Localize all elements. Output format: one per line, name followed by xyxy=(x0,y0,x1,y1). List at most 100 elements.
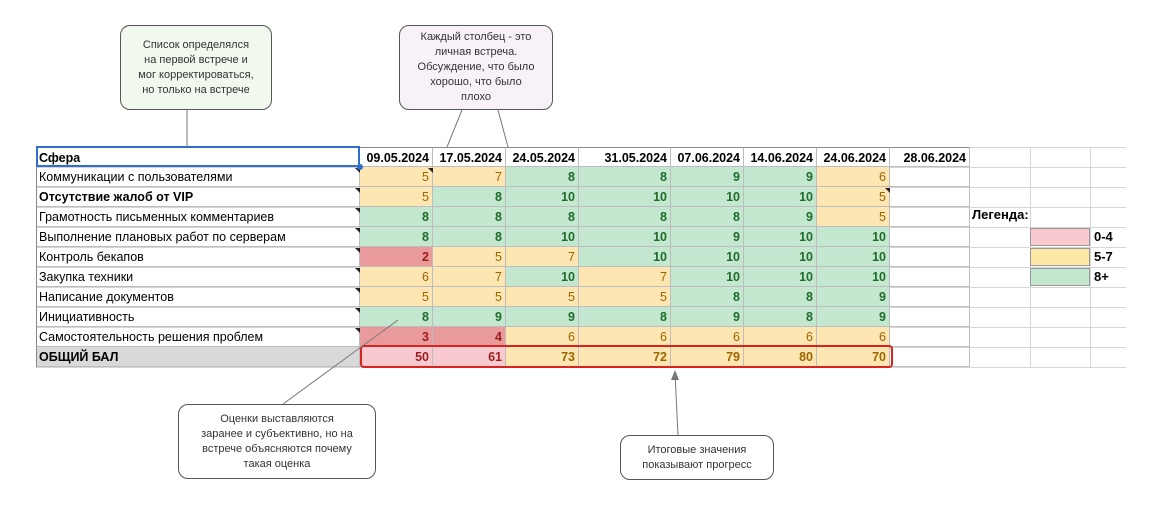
selection-fill-handle[interactable] xyxy=(357,164,363,170)
score-cell[interactable]: 8 xyxy=(506,207,579,227)
score-cell[interactable]: 10 xyxy=(506,227,579,247)
score-cell[interactable]: 4 xyxy=(433,327,506,347)
score-cell[interactable]: 8 xyxy=(433,227,506,247)
score-cell[interactable]: 6 xyxy=(817,167,890,187)
score-cell[interactable]: 9 xyxy=(744,207,817,227)
score-cell[interactable]: 9 xyxy=(671,307,744,327)
score-cell[interactable]: 6 xyxy=(671,327,744,347)
score-cell[interactable]: 8 xyxy=(671,287,744,307)
score-cell[interactable]: 5 xyxy=(433,247,506,267)
score-cell[interactable]: 9 xyxy=(671,167,744,187)
row-label[interactable]: Закупка техники xyxy=(36,267,360,287)
comment-indicator-icon[interactable] xyxy=(355,308,360,313)
score-cell[interactable]: 6 xyxy=(744,327,817,347)
comment-indicator-icon[interactable] xyxy=(428,168,433,173)
row-label[interactable]: Отсутствие жалоб от VIP xyxy=(36,187,360,207)
score-cell[interactable]: 8 xyxy=(360,307,433,327)
score-cell[interactable]: 8 xyxy=(744,287,817,307)
score-cell[interactable]: 8 xyxy=(744,307,817,327)
total-cell[interactable]: 61 xyxy=(433,347,506,367)
header-cell-area[interactable]: Сфера xyxy=(36,147,360,167)
score-cell[interactable]: 8 xyxy=(360,227,433,247)
score-cell-empty[interactable] xyxy=(890,307,970,327)
comment-indicator-icon[interactable] xyxy=(355,168,360,173)
score-cell[interactable]: 7 xyxy=(433,267,506,287)
total-cell-empty[interactable] xyxy=(890,347,970,367)
row-label[interactable]: Написание документов xyxy=(36,287,360,307)
score-cell[interactable]: 7 xyxy=(506,247,579,267)
score-cell[interactable]: 5 xyxy=(579,287,671,307)
comment-indicator-icon[interactable] xyxy=(355,268,360,273)
score-cell[interactable]: 9 xyxy=(817,307,890,327)
score-cell[interactable]: 6 xyxy=(506,327,579,347)
total-cell[interactable]: 79 xyxy=(671,347,744,367)
score-cell[interactable]: 5 xyxy=(360,187,433,207)
row-label[interactable]: Инициативность xyxy=(36,307,360,327)
score-cell[interactable]: 10 xyxy=(817,247,890,267)
score-cell[interactable]: 6 xyxy=(817,327,890,347)
score-cell[interactable]: 3 xyxy=(360,327,433,347)
total-row-label[interactable]: ОБЩИЙ БАЛ xyxy=(36,347,360,367)
score-cell[interactable]: 8 xyxy=(579,207,671,227)
score-cell[interactable]: 7 xyxy=(433,167,506,187)
score-cell[interactable]: 10 xyxy=(671,267,744,287)
score-cell-empty[interactable] xyxy=(890,167,970,187)
score-cell[interactable]: 8 xyxy=(579,307,671,327)
score-cell[interactable]: 10 xyxy=(744,187,817,207)
score-cell[interactable]: 8 xyxy=(433,207,506,227)
score-cell[interactable]: 10 xyxy=(744,247,817,267)
score-cell[interactable]: 5 xyxy=(506,287,579,307)
header-cell-date[interactable]: 28.06.2024 xyxy=(890,147,970,167)
score-cell[interactable]: 10 xyxy=(671,187,744,207)
score-cell[interactable]: 10 xyxy=(744,267,817,287)
row-label[interactable]: Грамотность письменных комментариев xyxy=(36,207,360,227)
score-cell-empty[interactable] xyxy=(890,227,970,247)
row-label[interactable]: Контроль бекапов xyxy=(36,247,360,267)
score-cell[interactable]: 9 xyxy=(506,307,579,327)
score-cell[interactable]: 8 xyxy=(360,207,433,227)
header-cell-date[interactable]: 07.06.2024 xyxy=(671,147,744,167)
score-cell[interactable]: 6 xyxy=(360,267,433,287)
row-label[interactable]: Коммуникации с пользователями xyxy=(36,167,360,187)
header-cell-date[interactable]: 09.05.2024 xyxy=(360,147,433,167)
score-cell[interactable]: 10 xyxy=(579,247,671,267)
score-cell[interactable]: 10 xyxy=(579,187,671,207)
score-cell[interactable]: 10 xyxy=(579,227,671,247)
comment-indicator-icon[interactable] xyxy=(885,188,890,193)
score-cell[interactable]: 2 xyxy=(360,247,433,267)
header-cell-date[interactable]: 24.06.2024 xyxy=(817,147,890,167)
score-cell[interactable]: 8 xyxy=(671,207,744,227)
score-cell[interactable]: 7 xyxy=(579,267,671,287)
score-cell[interactable]: 10 xyxy=(744,227,817,247)
header-cell-date[interactable]: 17.05.2024 xyxy=(433,147,506,167)
header-cell-date[interactable]: 14.06.2024 xyxy=(744,147,817,167)
score-cell[interactable]: 10 xyxy=(506,187,579,207)
score-cell[interactable]: 9 xyxy=(817,287,890,307)
total-cell[interactable]: 80 xyxy=(744,347,817,367)
score-cell[interactable]: 10 xyxy=(817,267,890,287)
score-cell-empty[interactable] xyxy=(890,267,970,287)
score-cell[interactable]: 5 xyxy=(817,207,890,227)
comment-indicator-icon[interactable] xyxy=(355,228,360,233)
row-label[interactable]: Выполнение плановых работ по серверам xyxy=(36,227,360,247)
total-cell[interactable]: 72 xyxy=(579,347,671,367)
score-cell-empty[interactable] xyxy=(890,187,970,207)
row-label[interactable]: Самостоятельность решения проблем xyxy=(36,327,360,347)
score-cell[interactable]: 5 xyxy=(360,167,433,187)
comment-indicator-icon[interactable] xyxy=(355,288,360,293)
score-cell-empty[interactable] xyxy=(890,207,970,227)
score-cell[interactable]: 5 xyxy=(433,287,506,307)
score-cell[interactable]: 5 xyxy=(817,187,890,207)
total-cell[interactable]: 73 xyxy=(506,347,579,367)
total-cell[interactable]: 70 xyxy=(817,347,890,367)
header-cell-date[interactable]: 24.05.2024 xyxy=(506,147,579,167)
comment-indicator-icon[interactable] xyxy=(355,188,360,193)
score-cell[interactable]: 6 xyxy=(579,327,671,347)
comment-indicator-icon[interactable] xyxy=(355,208,360,213)
score-cell[interactable]: 10 xyxy=(817,227,890,247)
comment-indicator-icon[interactable] xyxy=(355,248,360,253)
score-cell[interactable]: 9 xyxy=(744,167,817,187)
score-cell[interactable]: 9 xyxy=(433,307,506,327)
score-cell[interactable]: 10 xyxy=(671,247,744,267)
score-cell-empty[interactable] xyxy=(890,287,970,307)
